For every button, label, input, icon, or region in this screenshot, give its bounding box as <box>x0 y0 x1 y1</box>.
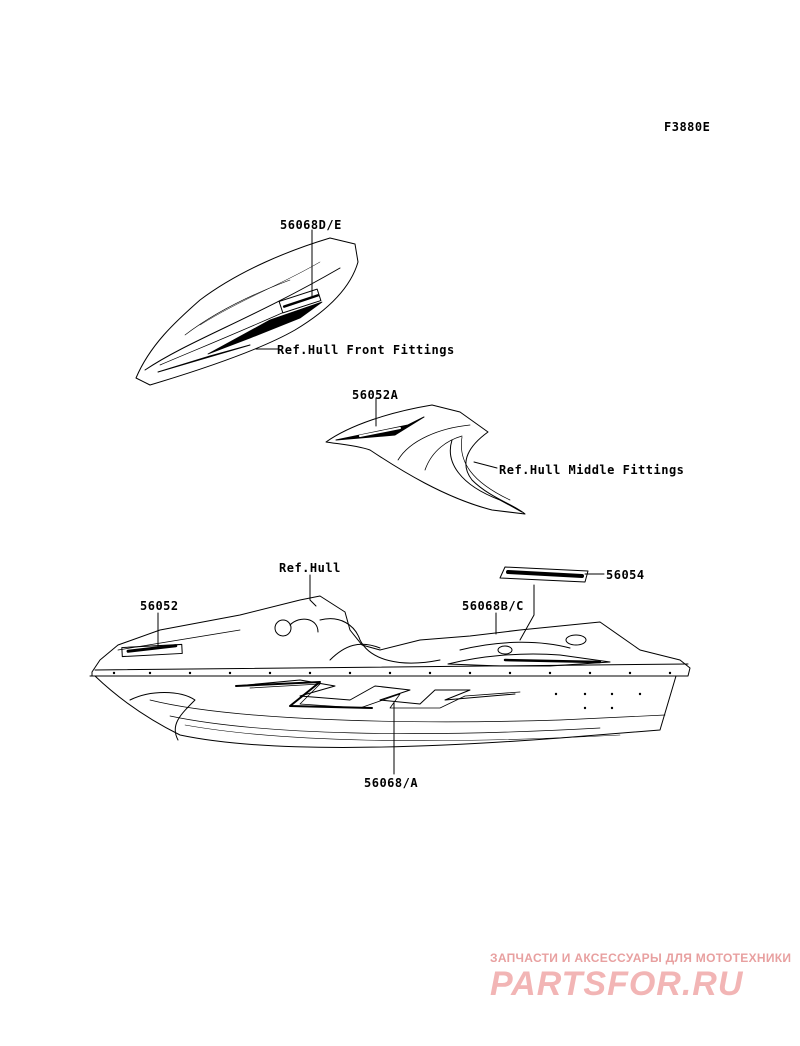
label-middle-part: 56052A <box>352 388 399 402</box>
label-hull-left-part: 56052 <box>140 599 179 613</box>
leader-lines <box>157 229 605 775</box>
label-front-ref: Ref.Hull Front Fittings <box>277 343 455 357</box>
front-fittings-decal <box>135 237 359 386</box>
hull-decals <box>89 566 691 748</box>
diagram-code: F3880E <box>664 120 711 134</box>
label-hull-side-part: 56068/A <box>364 776 419 790</box>
label-hull-ref: Ref.Hull <box>279 561 341 575</box>
middle-fittings-decal <box>325 404 526 515</box>
label-middle-ref: Ref.Hull Middle Fittings <box>499 463 685 477</box>
watermark-subtitle: ЗАПЧАСТИ И АКСЕССУАРЫ ДЛЯ МОТОТЕХНИКИ <box>490 951 792 965</box>
label-hull-stripe-part: 56068B/C <box>462 599 524 613</box>
label-hull-top-part: 56054 <box>606 568 645 582</box>
watermark-logo: PARTSFOR.RU <box>490 965 744 1003</box>
label-front-part: 56068D/E <box>280 218 342 232</box>
